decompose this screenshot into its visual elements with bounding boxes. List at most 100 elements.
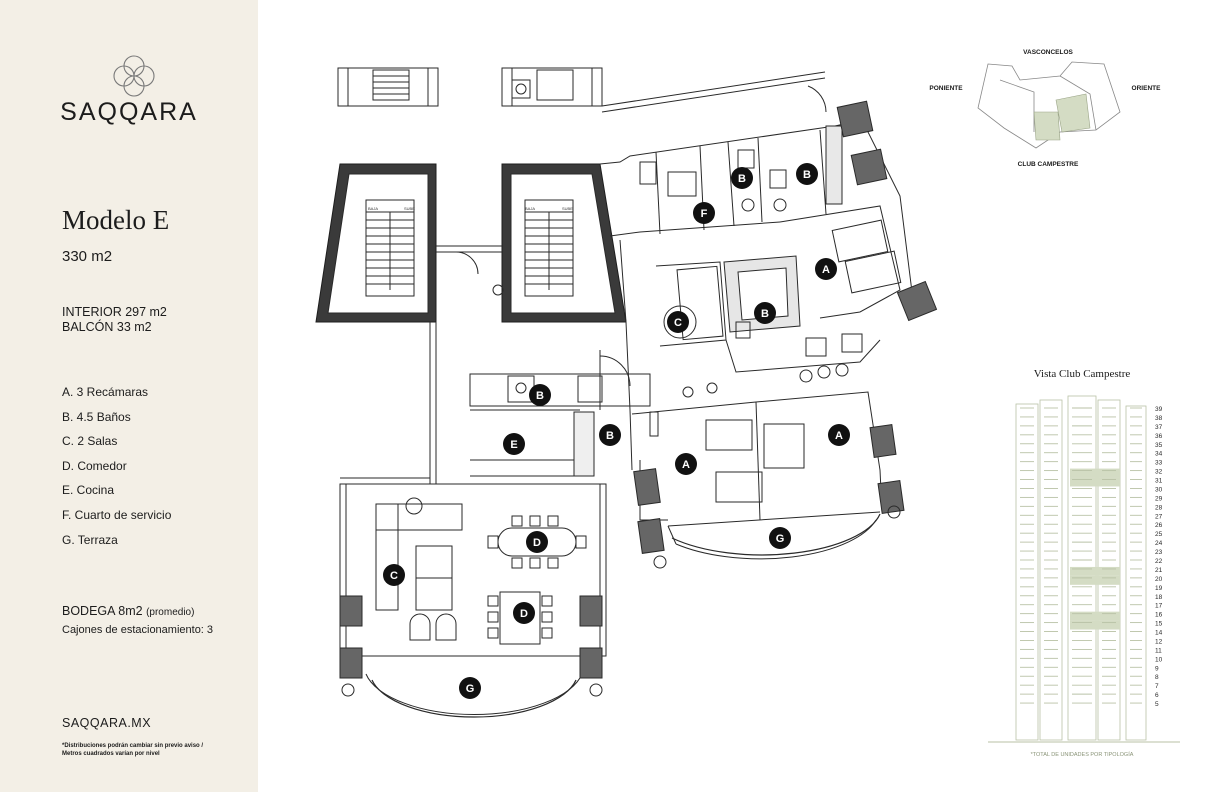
legend-item: G. Terraza: [62, 532, 118, 547]
kitchen: [469, 350, 651, 477]
room-marker[interactable]: D: [513, 602, 535, 624]
room-marker[interactable]: G: [459, 677, 481, 699]
svg-text:G: G: [776, 533, 785, 545]
floor-number: 7: [1155, 683, 1159, 690]
svg-text:F: F: [701, 208, 708, 220]
svg-text:A: A: [835, 430, 843, 442]
floor-number: 17: [1155, 603, 1163, 610]
stair-core-left: [315, 163, 437, 323]
floor-number: 14: [1155, 630, 1163, 637]
model-title: Modelo E: [62, 205, 170, 235]
model-area: 330 m2: [62, 248, 113, 265]
room-marker[interactable]: B: [796, 163, 818, 185]
svg-text:D: D: [520, 608, 528, 620]
stair-core-right: [501, 163, 627, 323]
room-marker[interactable]: B: [599, 424, 621, 446]
highlighted-floor: [1070, 620, 1120, 630]
svg-text:B: B: [803, 169, 811, 181]
website-link[interactable]: SAQQARA.MX: [62, 716, 152, 730]
floor-number: 33: [1155, 460, 1163, 467]
floor-number: 22: [1155, 558, 1163, 565]
brand-name: SAQQARA: [60, 98, 198, 126]
svg-text:B: B: [761, 308, 769, 320]
room-marker[interactable]: A: [675, 453, 697, 475]
legend-item: D. Comedor: [62, 458, 127, 473]
legend-item: F. Cuarto de servicio: [62, 507, 172, 522]
upper-stair-block: [501, 67, 603, 107]
highlighted-floor: [1070, 566, 1120, 576]
floor-number: 18: [1155, 594, 1163, 601]
interior-area: INTERIOR 297 m2: [62, 305, 167, 319]
floor-number: 15: [1155, 621, 1163, 628]
room-marker[interactable]: A: [828, 424, 850, 446]
svg-text:C: C: [674, 317, 682, 329]
quatrefoil-logo-icon: [113, 55, 155, 97]
floor-number: 35: [1155, 442, 1163, 449]
floor-number: 31: [1155, 478, 1163, 485]
floor-number: 11: [1155, 647, 1162, 654]
info-panel: SAQQARA Modelo E 330 m2 INTERIOR 297 m2 …: [0, 0, 258, 792]
floor-number: 23: [1155, 549, 1163, 556]
room-marker[interactable]: B: [529, 384, 551, 406]
svg-text:A: A: [822, 264, 830, 276]
key-plan-outline: [977, 61, 1121, 149]
floor-number: 25: [1155, 531, 1163, 538]
room-marker[interactable]: E: [503, 433, 525, 455]
orientation-east: ORIENTE: [1132, 85, 1162, 92]
legend-item: E. Cocina: [62, 483, 115, 498]
parking-info: Cajones de estacionamiento: 3: [62, 624, 214, 636]
highlighted-floor: [1070, 575, 1120, 585]
floor-number: 12: [1155, 638, 1163, 645]
floor-number: 38: [1155, 415, 1163, 422]
svg-text:A: A: [682, 459, 690, 471]
elevation-footnote: *TOTAL DE UNIDADES POR TIPOLOGÍA: [1031, 751, 1134, 758]
tower-elevation: 3938373635343332313029282726252423222120…: [988, 395, 1180, 743]
storage-label: BODEGA 8m2: [62, 604, 143, 618]
balcony-area: BALCÓN 33 m2: [62, 320, 152, 334]
floor-number: 10: [1155, 656, 1163, 663]
room-marker[interactable]: B: [731, 167, 753, 189]
legend-item: C. 2 Salas: [62, 434, 118, 449]
room-marker[interactable]: C: [383, 564, 405, 586]
svg-text:C: C: [390, 570, 398, 582]
floor-number: 20: [1155, 576, 1163, 583]
floor-number: 26: [1155, 522, 1163, 529]
highlighted-floor: [1070, 477, 1120, 487]
floor-number: 29: [1155, 495, 1163, 502]
floor-number: 30: [1155, 486, 1163, 493]
floor-number: 19: [1155, 585, 1163, 592]
floor-number: 6: [1155, 692, 1159, 699]
room-marker[interactable]: A: [815, 258, 837, 280]
lower-bedrooms: [631, 391, 883, 560]
area-breakdown: INTERIOR 297 m2 BALCÓN 33 m2: [62, 305, 167, 335]
floor-number: 32: [1155, 469, 1163, 476]
room-marker[interactable]: G: [769, 527, 791, 549]
orientation-key-plan: VASCONCELOS PONIENTE ORIENTE CLUB CAMPES…: [929, 49, 1161, 168]
room-marker[interactable]: B: [754, 302, 776, 324]
floor-number: 24: [1155, 540, 1163, 547]
svg-text:B: B: [536, 390, 544, 402]
highlighted-floor: [1070, 611, 1120, 621]
legend-item: A. 3 Recámaras: [62, 385, 149, 399]
room-legend: A. 3 Recámaras B. 4.5 Baños C. 2 Salas D…: [62, 384, 171, 556]
svg-text:G: G: [466, 683, 475, 695]
svg-text:B: B: [738, 173, 746, 185]
floor-number: 37: [1155, 424, 1163, 431]
room-marker[interactable]: C: [667, 311, 689, 333]
floor-number: 39: [1155, 406, 1163, 413]
disclaimer: *Distribuciones podrán cambiar sin previ…: [62, 743, 204, 757]
storage-info: BODEGA 8m2 (promedio): [62, 604, 194, 618]
room-marker[interactable]: D: [526, 531, 548, 553]
orientation-north: VASCONCELOS: [1023, 49, 1073, 56]
room-markers: B B F A B C B E B A A G D C D G: [383, 163, 850, 699]
legend-item: B. 4.5 Baños: [62, 409, 131, 424]
floor-plan-drawing: BAJA SUBE BAJA SUBE: [315, 49, 1180, 758]
elevation-title: Vista Club Campestre: [1034, 368, 1131, 380]
living-dining: [339, 483, 607, 718]
stair-label: SUBE: [562, 206, 573, 211]
stair-label: BAJA: [368, 206, 378, 211]
stair-label: BAJA: [525, 206, 535, 211]
orientation-west: PONIENTE: [929, 85, 963, 92]
stair-label: SUBE: [404, 206, 415, 211]
room-marker[interactable]: F: [693, 202, 715, 224]
